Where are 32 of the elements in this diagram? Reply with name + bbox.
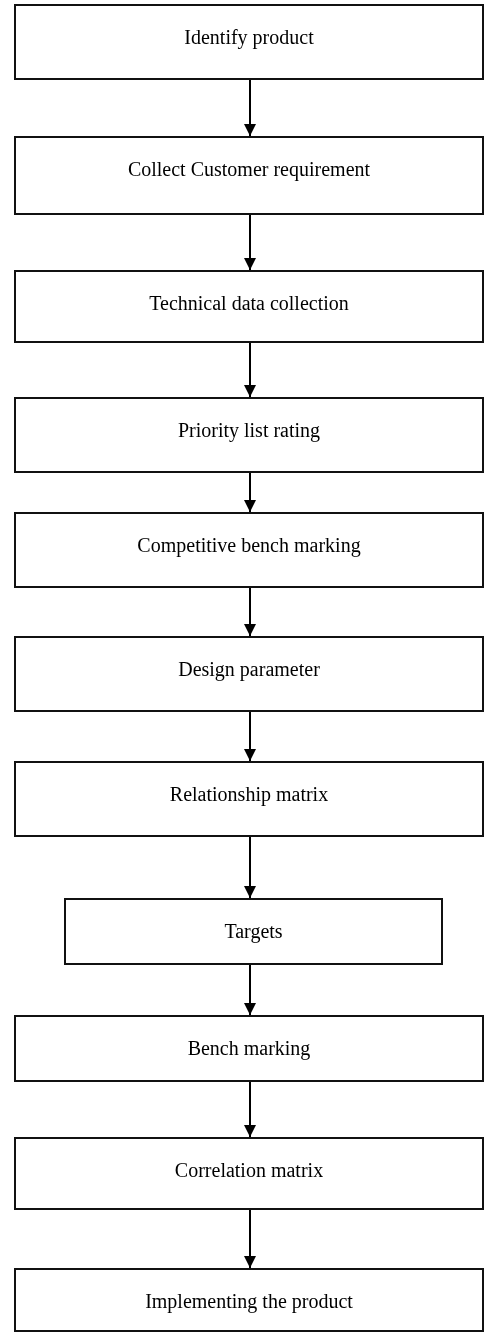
process-box [14, 1015, 484, 1082]
step-label: Correlation matrix [174, 1159, 324, 1182]
step-label: Collect Customer requirement [127, 158, 371, 181]
step-label: Targets [224, 920, 283, 943]
process-box [14, 512, 484, 588]
process-box [14, 1137, 484, 1210]
process-box [64, 898, 443, 965]
step-label: Competitive bench marking [137, 534, 361, 557]
process-box [14, 1268, 484, 1332]
step-label: Implementing the product [145, 1290, 353, 1313]
arrow [244, 836, 256, 899]
step-label: Bench marking [187, 1037, 311, 1060]
step-label: Design parameter [178, 658, 320, 681]
arrow [244, 79, 256, 137]
process-box [14, 636, 484, 712]
step-label: Identify product [184, 26, 314, 49]
process-box [14, 4, 484, 80]
arrow [244, 1081, 256, 1138]
step-label: Priority list rating [177, 419, 321, 442]
process-box [14, 136, 484, 215]
arrow [244, 711, 256, 762]
process-box [14, 397, 484, 473]
arrow [244, 214, 256, 271]
step-label: Relationship matrix [169, 783, 329, 806]
process-box [14, 270, 484, 343]
arrow [244, 964, 256, 1016]
process-box [14, 761, 484, 837]
arrow [244, 342, 256, 398]
arrow [244, 472, 256, 513]
arrow [244, 1209, 256, 1269]
step-label: Technical data collection [149, 292, 349, 315]
arrow [244, 587, 256, 637]
